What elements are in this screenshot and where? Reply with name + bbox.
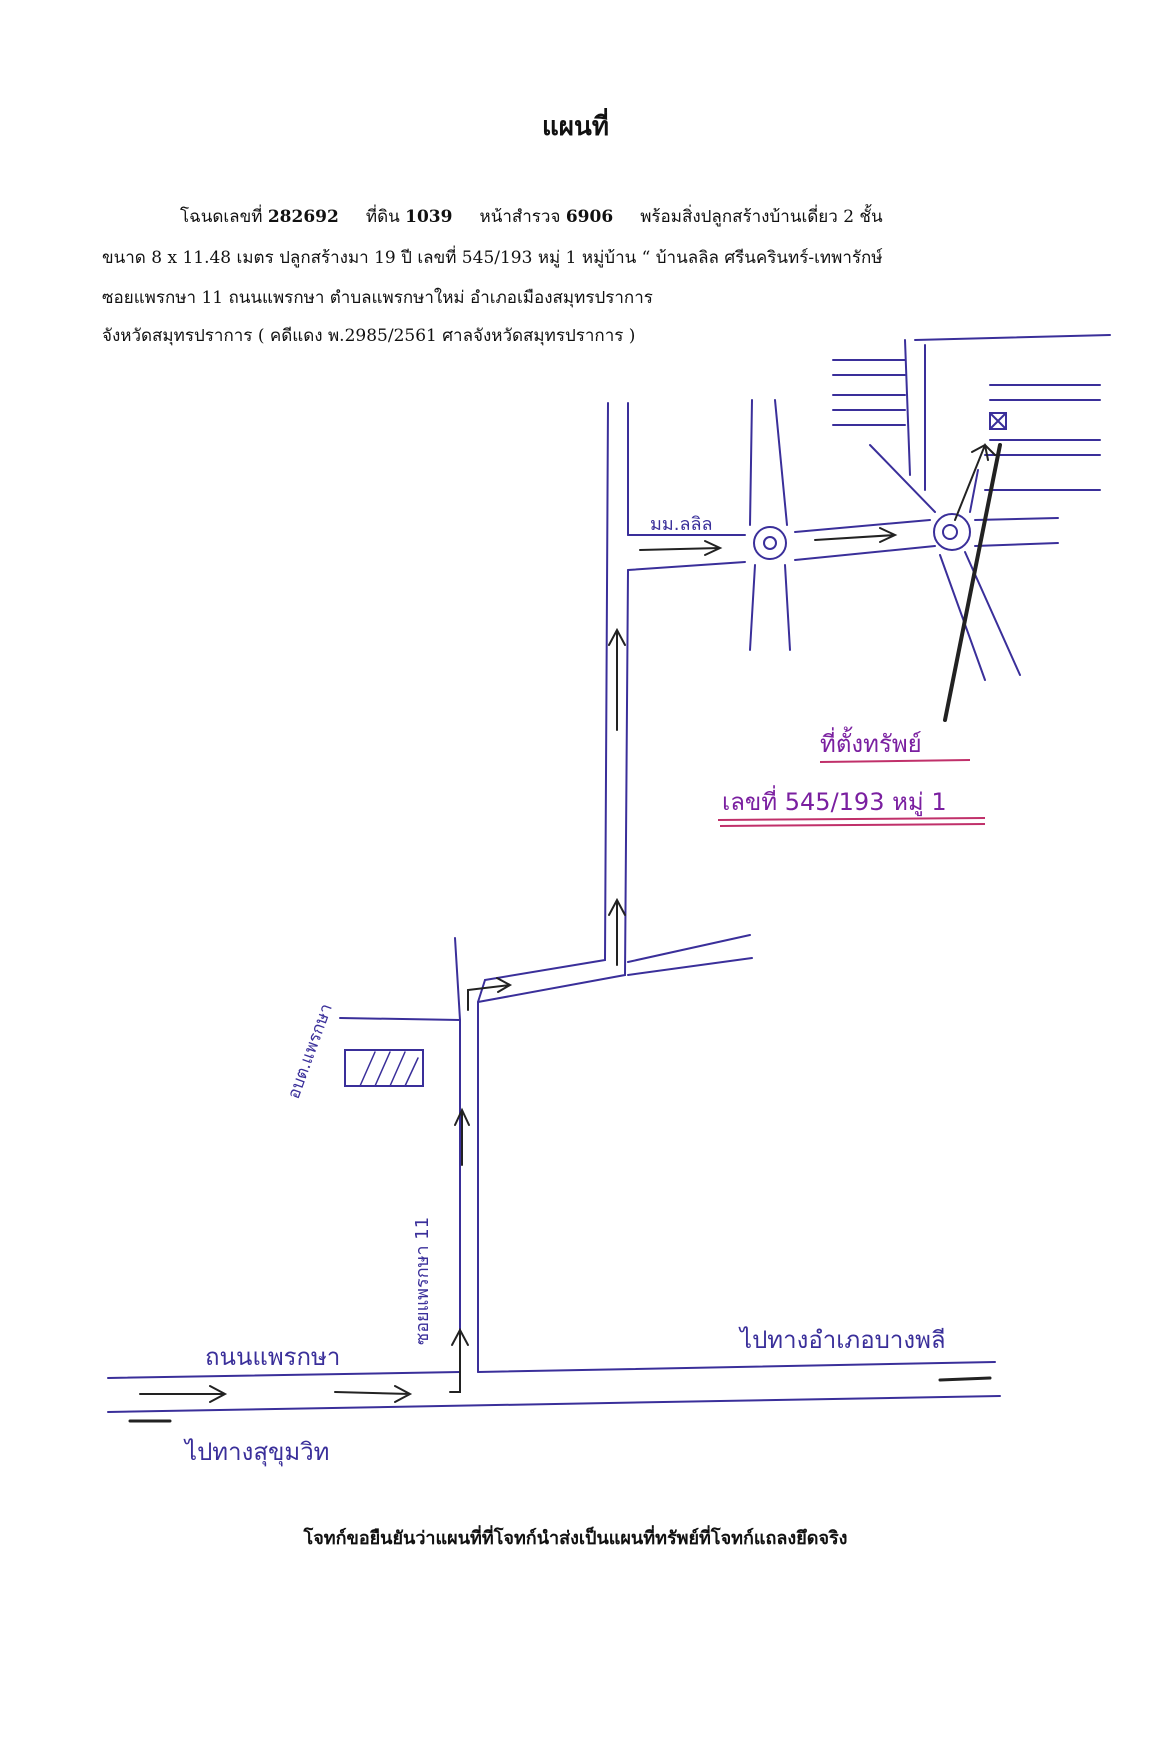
header-line-4: จังหวัดสมุทรปราการ ( คดีแดง พ.2985/2561 …	[102, 326, 636, 346]
land-number: 1039	[405, 207, 453, 227]
village-road-top-2	[794, 519, 931, 533]
arrow-bend	[467, 977, 513, 1011]
soi-right-edge	[477, 979, 486, 1373]
village-road-bottom-3	[974, 542, 1059, 547]
village-road-bottom-2	[794, 545, 936, 561]
main-road-label: ถนนแพรกษา	[205, 1343, 340, 1371]
roundabout-2	[933, 513, 971, 551]
right-direction-label: ไปทางอำเภอบางพลี	[738, 1326, 946, 1354]
arrow-right-2	[814, 527, 898, 543]
left-direction-label: ไปทางสุขุมวิท	[183, 1438, 330, 1467]
address-label: เลขที่ 545/193 หมู่ 1	[722, 785, 947, 817]
main-road-bottom-edge	[107, 1395, 1001, 1413]
soi-branch-road-lower	[477, 569, 629, 1003]
arrow-main-2	[334, 1385, 413, 1403]
village-road-bottom	[627, 561, 746, 571]
village-label: มม.ลลิล	[650, 514, 713, 535]
page-title: แผนที่	[542, 112, 609, 142]
land-label: ที่ดิน	[365, 207, 400, 227]
village-road-top-3	[974, 517, 1059, 521]
deed-number: 282692	[267, 207, 339, 227]
side-road	[627, 934, 751, 963]
survey-label: หน้าสำรวจ	[479, 207, 561, 227]
pointer-line	[943, 443, 1002, 722]
main-road-top-edge	[107, 1371, 461, 1379]
building-text: พร้อมสิ่งปลูกสร้างบ้านเดี่ยว 2 ชั้น	[640, 207, 883, 227]
soi-top-join	[339, 1017, 461, 1021]
survey-number: 6906	[565, 207, 614, 227]
arrow-main-1	[139, 1385, 228, 1403]
soi-branch-road	[484, 402, 609, 981]
arrow-turn	[449, 1349, 461, 1393]
header-line-2: ขนาด 8 x 11.48 เมตร ปลูกสร้างมา 19 ปี เล…	[102, 248, 883, 268]
soi-left-edge	[454, 937, 461, 1373]
arrow-right-1	[639, 540, 723, 556]
property-marker	[989, 412, 1007, 430]
header-line-1: โฉนดเลขที่ 282692 ที่ดิน 1039 หน้าสำรวจ …	[180, 203, 883, 230]
arrow-up-4	[608, 627, 626, 731]
deed-label: โฉนดเลขที่	[180, 207, 263, 227]
main-road-top-edge-right	[477, 1361, 996, 1373]
arrow-up-3	[608, 897, 626, 966]
soi-label: ซอยแพรกษา 11	[412, 1217, 433, 1345]
property-label: ที่ตั้งทรัพย์	[820, 726, 922, 758]
tambon-office-building	[344, 1049, 424, 1087]
address-underline-2	[719, 823, 986, 827]
roundabout-1	[753, 526, 787, 560]
arrow-up-1	[451, 1327, 469, 1391]
arrow-up-2	[454, 1107, 470, 1166]
side-road-lower	[627, 957, 753, 976]
header-line-3: ซอยแพรกษา 11 ถนนแพรกษา ตำบลแพรกษาใหม่ อำ…	[102, 288, 653, 308]
property-underline	[819, 759, 971, 763]
address-underline-1	[717, 817, 986, 821]
tambon-office-label: อบต.แพรกษา	[284, 1001, 337, 1102]
footer-statement: โจทก์ขอยืนยันว่าแผนที่ที่โจทก์นำส่งเป็นแ…	[303, 1528, 848, 1549]
arrow-up-right	[954, 443, 996, 521]
